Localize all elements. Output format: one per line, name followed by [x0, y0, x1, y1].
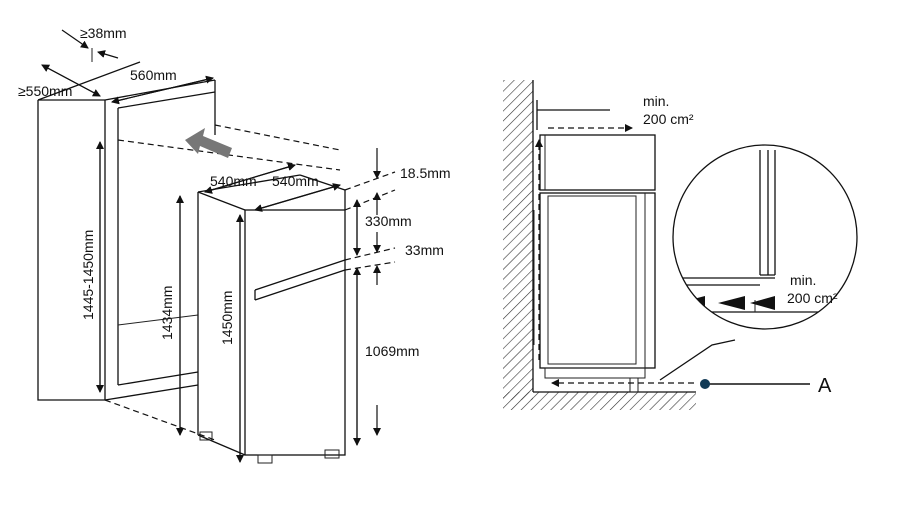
dim-label-18-5: 18.5mm: [400, 165, 451, 181]
dim-label-1450: 1450mm: [219, 291, 235, 345]
zoom-vent-label-line2: 200 cm²: [787, 290, 838, 306]
airflow-arrows: [535, 124, 694, 387]
zoom-detail: [659, 144, 858, 381]
top-vent-label-line2: 200 cm²: [643, 111, 694, 127]
top-vent-label-line1: min.: [643, 93, 669, 109]
dim-label-33: 33mm: [405, 242, 444, 258]
side-view-fridge: [533, 100, 656, 393]
dim-label-1069: 1069mm: [365, 343, 419, 359]
dim-label-38: ≥38mm: [80, 25, 127, 41]
dim-label-560: 560mm: [130, 67, 177, 83]
insert-arrow-icon: [185, 128, 232, 158]
callout-a: [700, 379, 810, 389]
zoom-vent-label-line1: min.: [790, 272, 816, 288]
dim-label-1445-1450: 1445-1450mm: [80, 230, 96, 320]
fridge-body: [197, 174, 346, 464]
dim-label-550: ≥550mm: [18, 83, 72, 99]
dim-label-330: 330mm: [365, 213, 412, 229]
wall-and-floor: [503, 80, 696, 410]
dim-label-540-b: 540mm: [272, 173, 319, 189]
dim-label-540-a: 540mm: [210, 173, 257, 189]
callout-a-label: A: [818, 375, 832, 397]
dimension-lines-left: [41, 29, 396, 463]
dim-label-1434: 1434mm: [159, 286, 175, 340]
